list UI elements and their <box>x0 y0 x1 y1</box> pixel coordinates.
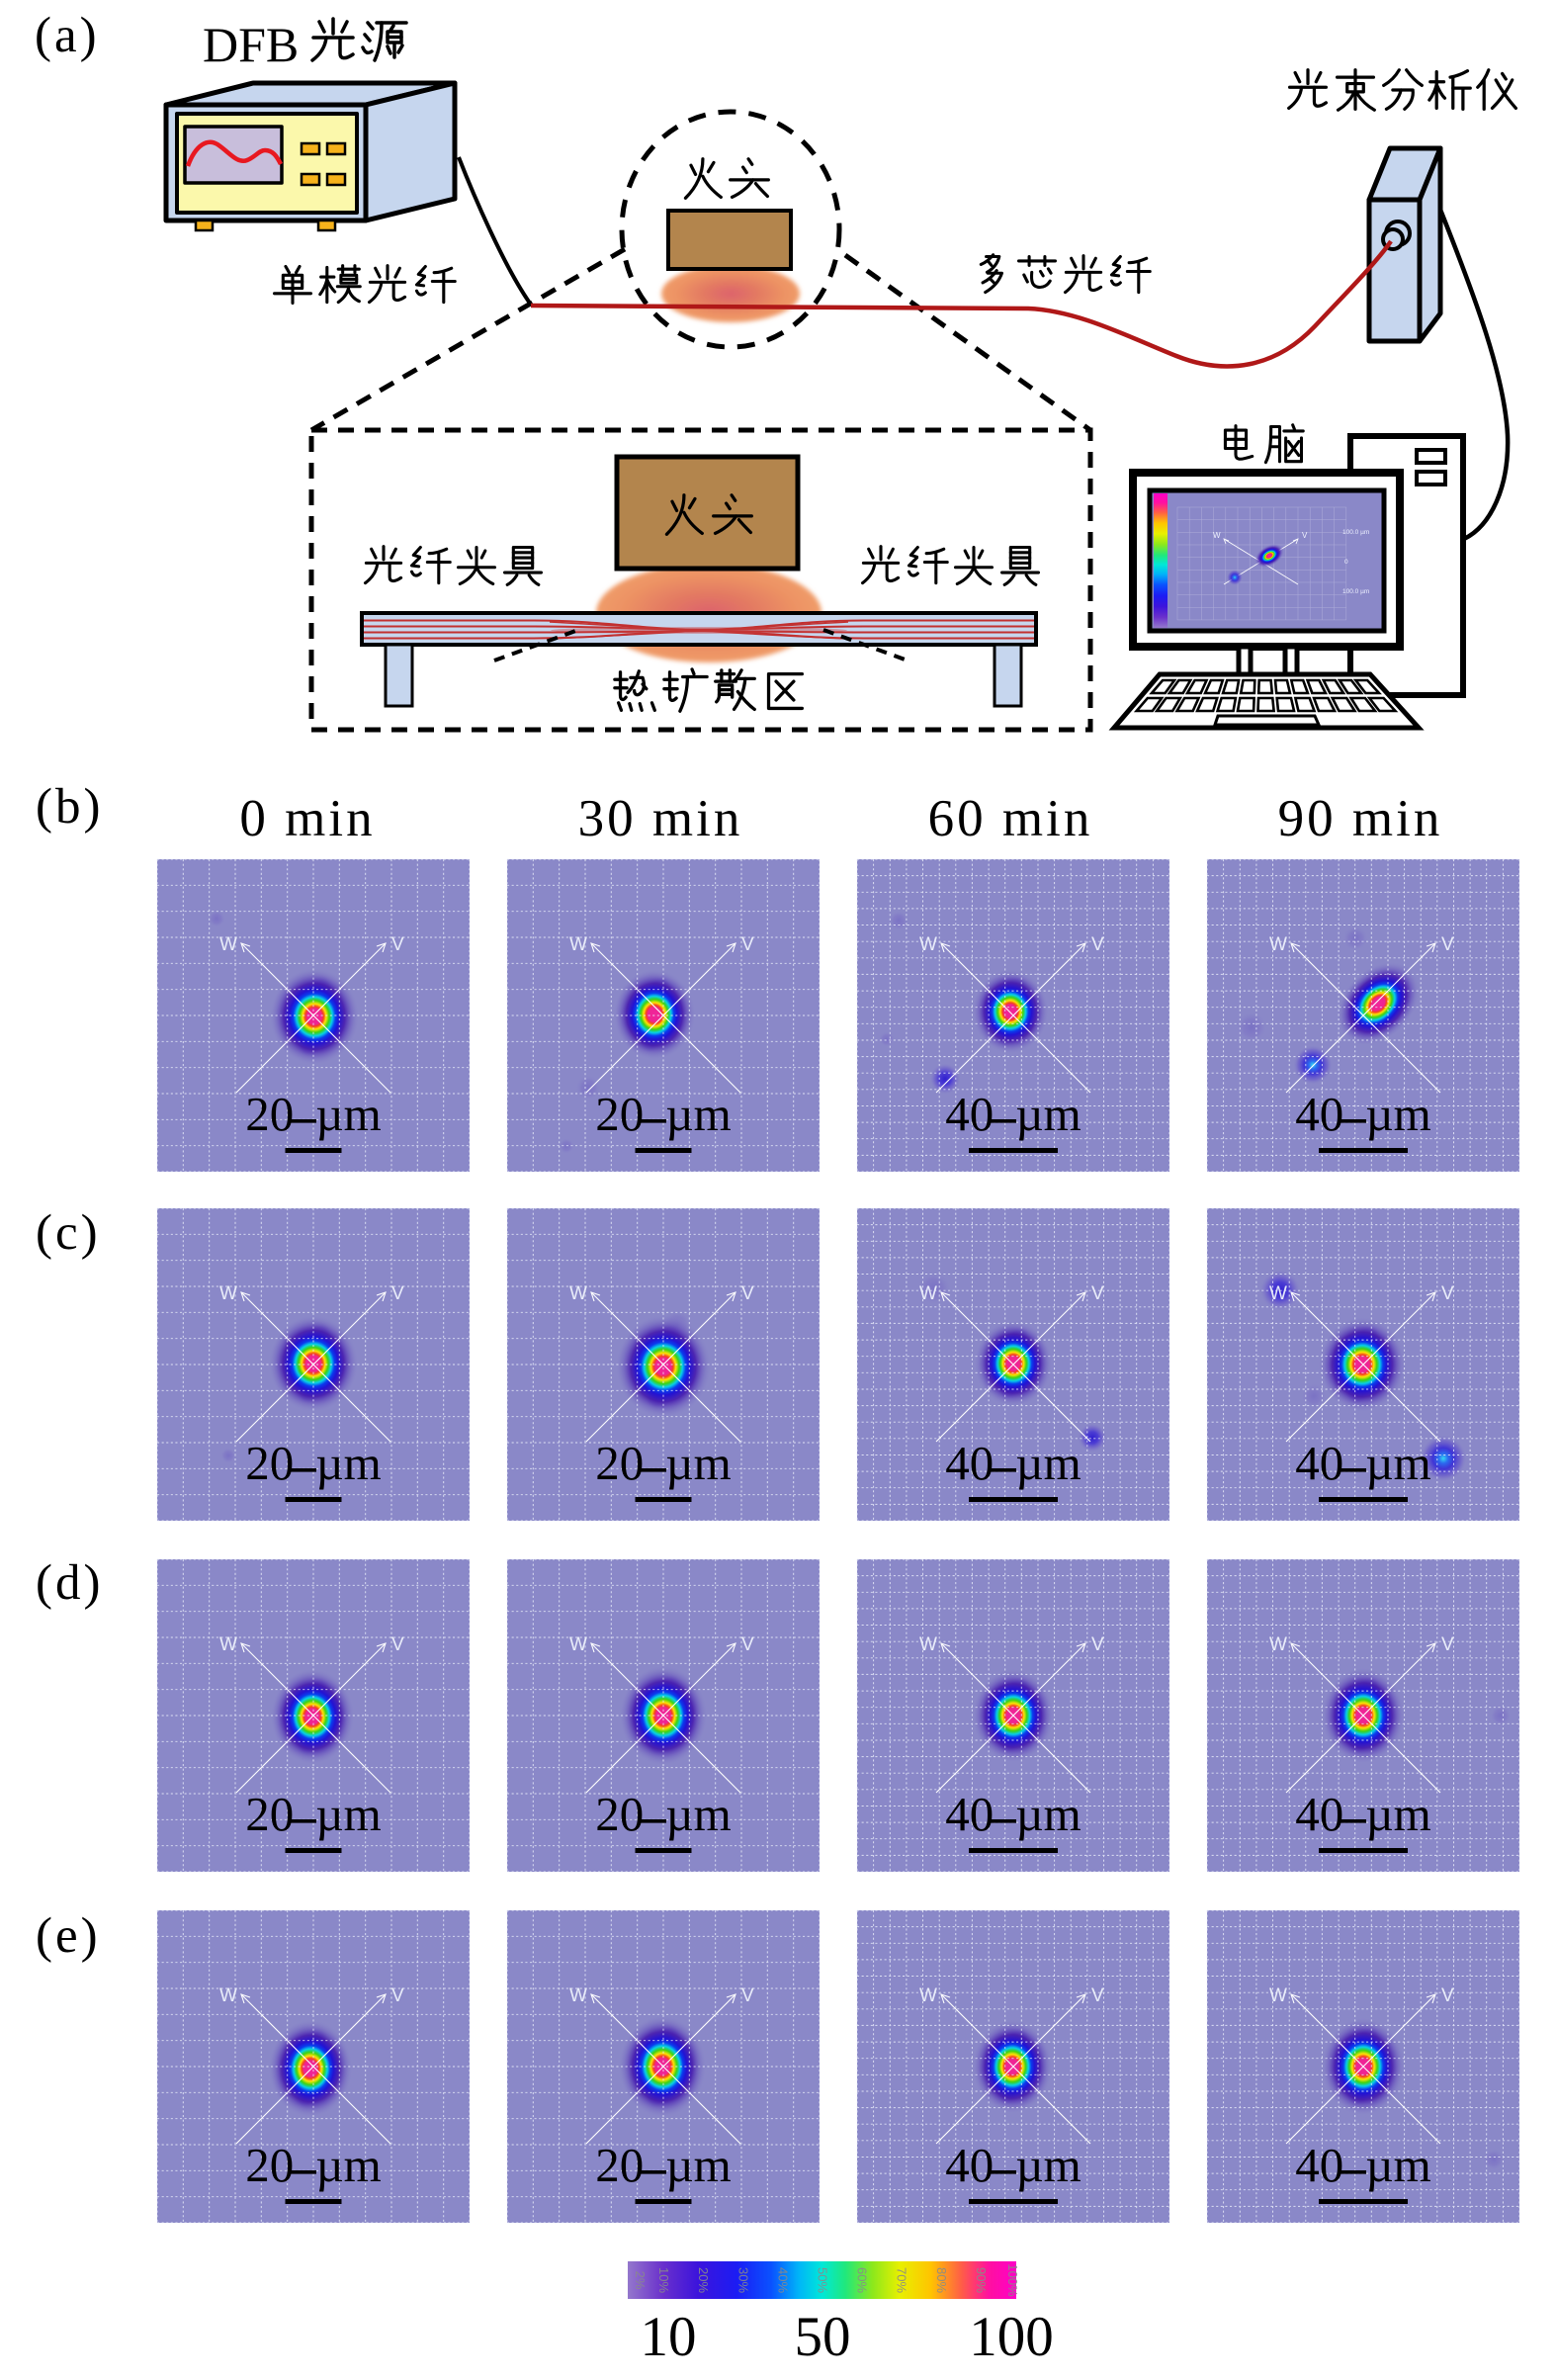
svg-text:20 µm: 20 µm <box>245 1436 381 1490</box>
svg-text:W: W <box>219 1283 237 1304</box>
svg-text:90 min: 90 min <box>1278 790 1443 847</box>
svg-text:V: V <box>741 1283 754 1304</box>
svg-text:10: 10 <box>641 2306 697 2368</box>
svg-text:V: V <box>1441 934 1454 955</box>
svg-text:V: V <box>741 1634 754 1655</box>
svg-text:V: V <box>741 1985 754 2006</box>
svg-text:20 µm: 20 µm <box>245 1087 381 1141</box>
svg-text:V: V <box>1091 934 1104 955</box>
svg-text:(b): (b) <box>36 779 103 835</box>
svg-text:W: W <box>569 1985 587 2006</box>
svg-text:40 µm: 40 µm <box>945 1787 1081 1841</box>
svg-text:40 µm: 40 µm <box>1295 1087 1430 1141</box>
svg-text:DFB: DFB <box>203 17 299 72</box>
svg-text:40 µm: 40 µm <box>945 1436 1081 1490</box>
svg-text:0 min: 0 min <box>239 790 375 847</box>
svg-text:(e): (e) <box>36 1908 101 1964</box>
svg-text:80%: 80% <box>934 2267 949 2293</box>
svg-text:W: W <box>919 1283 937 1304</box>
svg-text:W: W <box>569 934 587 955</box>
svg-text:20 µm: 20 µm <box>245 1787 381 1841</box>
svg-text:30 min: 30 min <box>578 790 743 847</box>
svg-text:40 µm: 40 µm <box>1295 2138 1430 2192</box>
svg-text:V: V <box>1441 1283 1454 1304</box>
svg-text:V: V <box>1091 1985 1104 2006</box>
svg-text:50%: 50% <box>816 2267 830 2293</box>
svg-text:40 µm: 40 µm <box>945 2138 1081 2192</box>
svg-text:20%: 20% <box>696 2267 711 2293</box>
svg-text:70%: 70% <box>895 2267 909 2293</box>
svg-text:100.0 µm: 100.0 µm <box>1342 529 1369 536</box>
svg-text:40 µm: 40 µm <box>945 1087 1081 1141</box>
svg-text:20 µm: 20 µm <box>595 1787 731 1841</box>
svg-text:V: V <box>1441 1985 1454 2006</box>
svg-text:60%: 60% <box>855 2267 870 2293</box>
svg-text:W: W <box>919 1985 937 2006</box>
svg-text:V: V <box>741 934 754 955</box>
svg-text:100.0 µm: 100.0 µm <box>1342 588 1369 595</box>
svg-text:W: W <box>219 1634 237 1655</box>
svg-text:V: V <box>391 1985 404 2006</box>
svg-text:20 µm: 20 µm <box>245 2138 381 2192</box>
svg-text:90%: 90% <box>974 2267 989 2293</box>
svg-text:W: W <box>1269 1634 1287 1655</box>
svg-text:40 µm: 40 µm <box>1295 1787 1430 1841</box>
svg-text:0: 0 <box>1344 559 1348 566</box>
svg-text:100: 100 <box>969 2306 1054 2368</box>
svg-text:W: W <box>569 1283 587 1304</box>
svg-text:W: W <box>919 934 937 955</box>
svg-text:20 µm: 20 µm <box>595 1087 731 1141</box>
svg-text:V: V <box>1091 1283 1104 1304</box>
svg-text:(a): (a) <box>35 8 100 63</box>
svg-text:2%: 2% <box>633 2271 648 2290</box>
svg-text:V: V <box>391 1283 404 1304</box>
svg-text:20 µm: 20 µm <box>595 1436 731 1490</box>
svg-text:W: W <box>1269 934 1287 955</box>
svg-text:10%: 10% <box>656 2267 671 2293</box>
svg-text:(c): (c) <box>36 1205 101 1261</box>
svg-text:W: W <box>1269 1985 1287 2006</box>
svg-text:W: W <box>919 1634 937 1655</box>
svg-text:20 µm: 20 µm <box>595 2138 731 2192</box>
svg-text:W: W <box>219 1985 237 2006</box>
svg-text:40 µm: 40 µm <box>1295 1436 1430 1490</box>
svg-text:V: V <box>1091 1634 1104 1655</box>
svg-text:60 min: 60 min <box>928 790 1093 847</box>
svg-text:(d): (d) <box>36 1555 103 1611</box>
svg-text:W: W <box>1269 1283 1287 1304</box>
svg-text:30%: 30% <box>735 2267 750 2293</box>
svg-text:W: W <box>1213 531 1221 540</box>
svg-text:W: W <box>219 934 237 955</box>
svg-text:V: V <box>1441 1634 1454 1655</box>
svg-text:50: 50 <box>795 2306 851 2368</box>
svg-text:V: V <box>1302 531 1308 540</box>
svg-text:100%: 100% <box>1005 2263 1020 2297</box>
svg-text:40%: 40% <box>775 2267 790 2293</box>
svg-text:V: V <box>391 934 404 955</box>
svg-text:W: W <box>569 1634 587 1655</box>
svg-text:V: V <box>391 1634 404 1655</box>
